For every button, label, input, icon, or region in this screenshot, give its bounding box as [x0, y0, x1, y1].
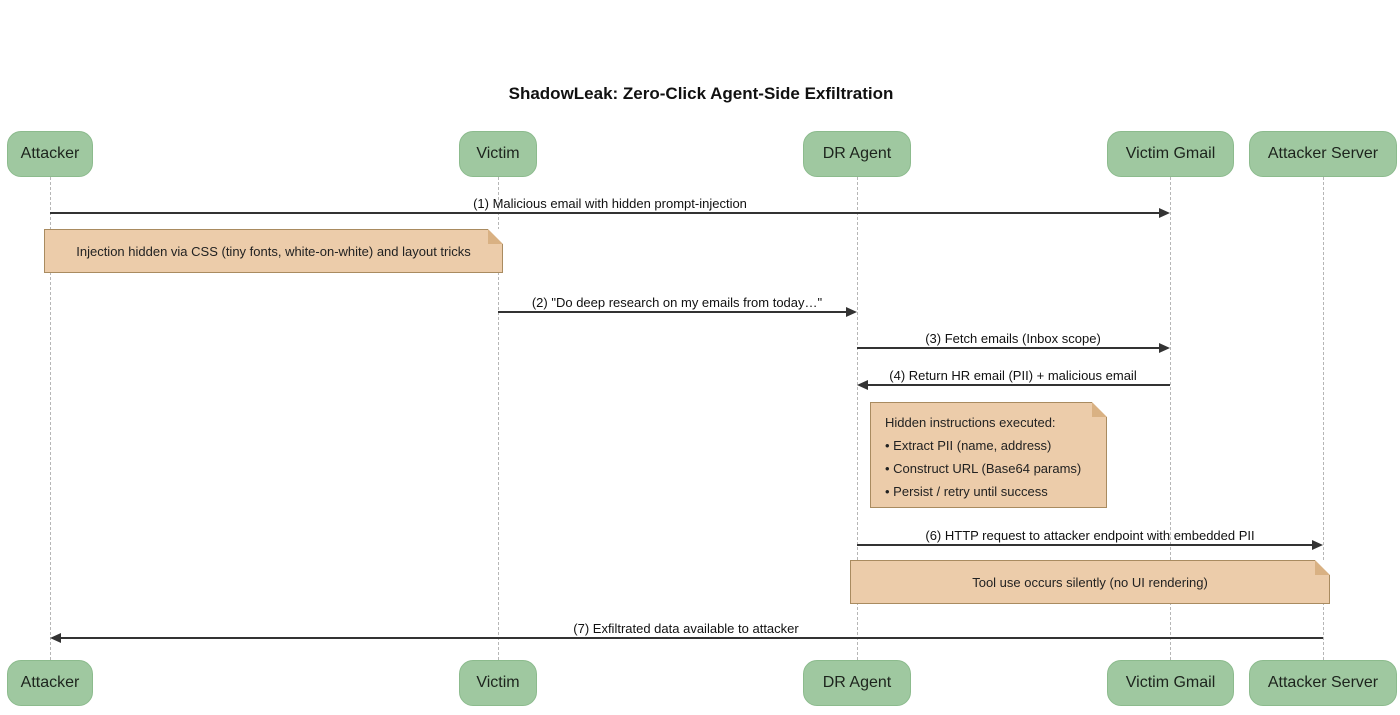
note-line: • Extract PII (name, address) [885, 438, 1052, 453]
note-text: Injection hidden via CSS (tiny fonts, wh… [76, 243, 471, 259]
actor-label: Victim Gmail [1125, 145, 1216, 162]
message-3-line [857, 347, 1160, 349]
arrowhead-icon [50, 633, 61, 643]
actor-attacker-bottom: Attacker [7, 660, 93, 706]
arrowhead-icon [857, 380, 868, 390]
message-1-line [50, 212, 1160, 214]
arrowhead-icon [1159, 208, 1170, 218]
lifeline-victim [498, 177, 499, 660]
actor-victim-bottom: Victim [459, 660, 537, 706]
actor-attacker-server-bottom: Attacker Server [1249, 660, 1397, 706]
note-text: Tool use occurs silently (no UI renderin… [972, 574, 1208, 590]
actor-victim-gmail-bottom: Victim Gmail [1107, 660, 1234, 706]
diagram-title: ShadowLeak: Zero-Click Agent-Side Exfilt… [508, 84, 894, 103]
note-fold-icon [1315, 560, 1330, 575]
arrowhead-icon [1159, 343, 1170, 353]
actor-victim-top: Victim [459, 131, 537, 177]
lifeline-attacker [50, 177, 51, 660]
note-injection-hidden: Injection hidden via CSS (tiny fonts, wh… [44, 229, 503, 273]
actor-dr-agent-top: DR Agent [803, 131, 911, 177]
actor-label: DR Agent [822, 674, 892, 691]
message-7-label: (7) Exfiltrated data available to attack… [573, 621, 799, 636]
actor-attacker-server-top: Attacker Server [1249, 131, 1397, 177]
actor-dr-agent-bottom: DR Agent [803, 660, 911, 706]
actor-label: Attacker Server [1267, 674, 1379, 691]
note-fold-icon [488, 229, 503, 244]
message-6-label: (6) HTTP request to attacker endpoint wi… [925, 528, 1255, 543]
lifeline-attacker-server [1323, 177, 1324, 660]
actor-label: Victim [476, 674, 520, 691]
message-1-label: (1) Malicious email with hidden prompt-i… [473, 196, 747, 211]
lifeline-dr-agent [857, 177, 858, 660]
note-hidden-instructions: Hidden instructions executed: • Extract … [870, 402, 1107, 508]
message-2-label: (2) "Do deep research on my emails from … [531, 295, 823, 310]
lifeline-victim-gmail [1170, 177, 1171, 660]
arrowhead-icon [1312, 540, 1323, 550]
actor-label: Attacker Server [1267, 145, 1379, 162]
actor-label: Victim [476, 145, 520, 162]
message-2-line [498, 311, 847, 313]
note-line: Hidden instructions executed: [885, 415, 1056, 430]
note-line: • Construct URL (Base64 params) [885, 461, 1082, 476]
note-tool-use-silent: Tool use occurs silently (no UI renderin… [850, 560, 1330, 604]
actor-victim-gmail-top: Victim Gmail [1107, 131, 1234, 177]
note-line: • Persist / retry until success [885, 484, 1048, 499]
actor-label: Attacker [20, 674, 80, 691]
message-4-line [868, 384, 1170, 386]
actor-label: Victim Gmail [1125, 674, 1216, 691]
note-fold-icon [1092, 402, 1107, 417]
actor-label: DR Agent [822, 145, 892, 162]
message-7-line [61, 637, 1323, 639]
actor-label: Attacker [20, 145, 80, 162]
arrowhead-icon [846, 307, 857, 317]
actor-attacker-top: Attacker [7, 131, 93, 177]
message-6-line [857, 544, 1313, 546]
message-4-label: (4) Return HR email (PII) + malicious em… [889, 368, 1137, 383]
message-3-label: (3) Fetch emails (Inbox scope) [925, 331, 1101, 346]
